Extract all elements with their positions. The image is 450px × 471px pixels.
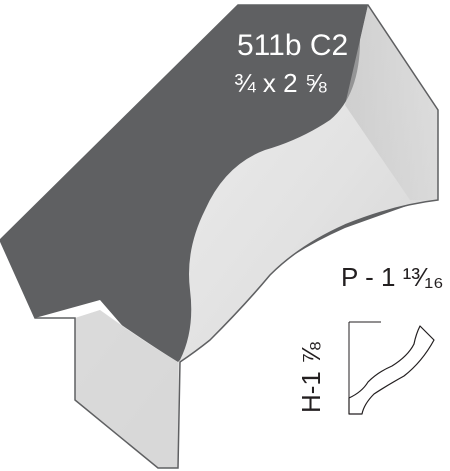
projection-label: P - 1 ¹³⁄₁₆ — [341, 262, 444, 292]
size-label: ¾ x 2 ⅝ — [234, 68, 327, 98]
molding-outline — [0, 4, 439, 469]
molding-right-bevel — [345, 5, 438, 200]
profile-thumbnail — [348, 321, 435, 415]
height-label: H-1 ⅞ — [296, 342, 326, 413]
molding-bottom-bevel — [75, 310, 178, 468]
molding-profile-face — [75, 5, 438, 468]
model-number-label: 511b C2 — [237, 29, 348, 62]
